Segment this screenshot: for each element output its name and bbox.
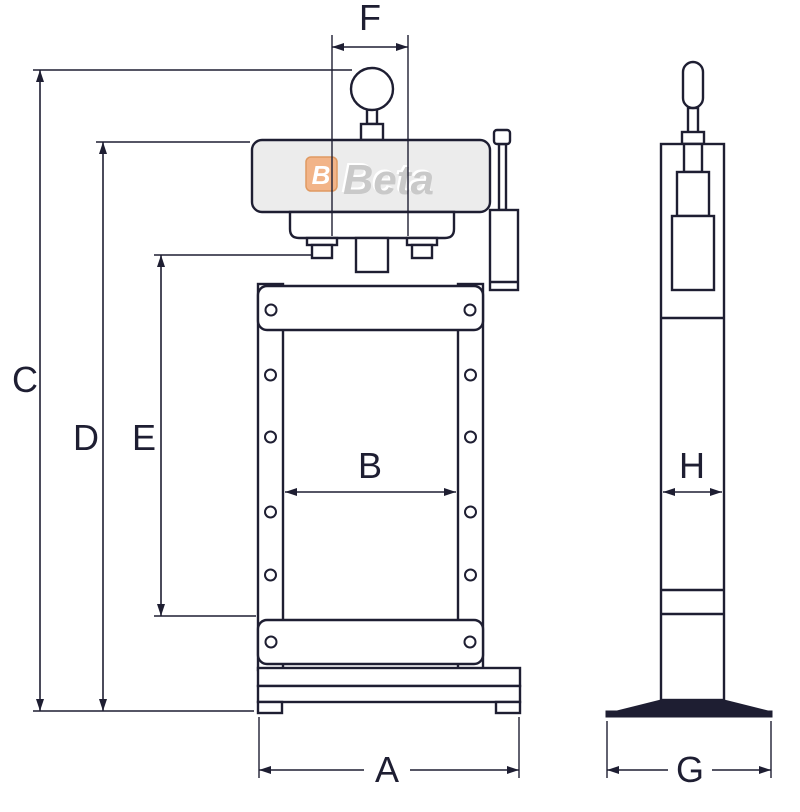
base-rail-lower (256, 684, 522, 704)
foot-right (494, 700, 522, 715)
gauge-base (359, 122, 385, 142)
dimension-label-b: B (358, 445, 382, 486)
dimension-B: B (285, 445, 456, 496)
beta-emblem-mark: B (312, 160, 331, 190)
cylinder-mid (675, 170, 711, 218)
handle-stem (686, 106, 700, 136)
hole (264, 430, 277, 444)
hole (264, 368, 277, 382)
pump-assembly (488, 128, 520, 292)
hole (463, 303, 477, 317)
top-crossbar (256, 284, 485, 332)
frame-holes (264, 303, 477, 649)
beta-emblem (305, 156, 338, 192)
dimension-label-f: F (359, 0, 381, 38)
bolt-nut-left (310, 243, 334, 260)
hole (264, 568, 277, 582)
pump-cap (492, 128, 512, 146)
hole (264, 505, 277, 519)
side-view (605, 60, 773, 718)
dimension-G: G (606, 721, 772, 790)
hole (463, 635, 477, 649)
hole (464, 430, 477, 444)
side-base (605, 699, 773, 718)
beta-logo: B Beta Beta (305, 154, 434, 203)
mounting-bolts (305, 236, 439, 260)
cylinder-mount-plate (288, 210, 456, 240)
base-rail-upper (256, 666, 522, 688)
base-rails (256, 666, 522, 715)
dimension-E: E (132, 254, 312, 617)
hole (464, 368, 477, 382)
front-view: B Beta Beta (250, 66, 522, 715)
cylinder-body (670, 214, 716, 292)
dimension-label-a: A (375, 749, 399, 790)
handle-collar (680, 130, 706, 146)
press-ram (354, 236, 390, 274)
foot-left (256, 700, 284, 715)
gauge-dial (349, 66, 395, 112)
dimension-label-d: D (73, 417, 99, 458)
hole (264, 635, 278, 649)
bolt-nut-right (410, 243, 434, 260)
dimension-label-g: G (676, 749, 704, 790)
dimension-label-e: E (132, 417, 156, 458)
dimension-A: A (258, 717, 520, 790)
dimension-D: D (73, 141, 250, 711)
beta-wordmark-highlight: Beta (341, 154, 432, 201)
dimension-C: C (12, 69, 352, 712)
hole (464, 568, 477, 582)
handle-grip (681, 60, 705, 110)
dimension-label-c: C (12, 359, 38, 400)
dimensions: F C D E B (12, 0, 772, 790)
press-table (256, 618, 485, 666)
dimension-label-h: H (679, 445, 705, 486)
hole (464, 505, 477, 519)
dimension-H: H (663, 445, 722, 496)
cylinder-rod (682, 142, 704, 174)
pressure-gauge (349, 66, 395, 142)
frame-column-right (456, 282, 485, 672)
dimension-F: F (331, 0, 409, 236)
base-flare (612, 699, 773, 713)
pump-block (488, 208, 520, 292)
base-plate (605, 710, 773, 718)
pump-stem (497, 142, 508, 212)
hole (264, 303, 278, 317)
pump-handle (680, 60, 706, 146)
side-cylinder (661, 142, 724, 616)
frame-column-left (256, 282, 285, 672)
beta-wordmark: Beta (343, 156, 434, 203)
